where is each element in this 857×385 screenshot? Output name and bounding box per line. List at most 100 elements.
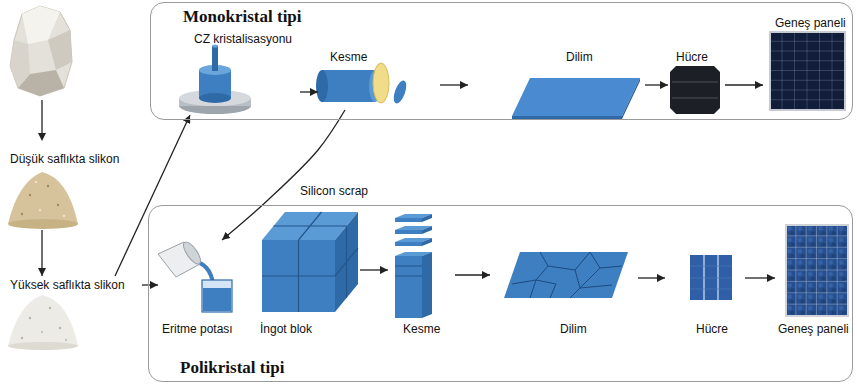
poly-slicing	[395, 218, 422, 222]
mono-ingot-cutting	[316, 70, 328, 102]
flow-arrow	[360, 269, 388, 270]
melting-crucible	[180, 239, 203, 266]
flow-arrow	[745, 277, 775, 278]
flow-arrow	[41, 230, 42, 276]
quartz-rock	[48, 30, 72, 70]
rock-arrow	[41, 100, 42, 134]
cz-puller	[199, 93, 231, 103]
process-step: CZ kristalisasyonu	[172, 30, 300, 115]
high-purity-silicon-sand	[29, 317, 31, 319]
panel-title: Monokristal tipi	[183, 7, 302, 26]
process-step: Geneş paneli	[763, 14, 850, 116]
flow-arrow	[300, 91, 318, 92]
low-purity-silicon-sand	[29, 194, 31, 196]
poly-slicing	[422, 238, 432, 246]
high-purity-silicon-sand	[21, 337, 23, 339]
step-label: CZ kristalisasyonu	[194, 32, 292, 46]
quartz-rock	[10, 40, 30, 88]
mono-wafer	[512, 116, 622, 119]
mono-ingot-cutting	[316, 63, 409, 105]
step-label: İngot blok	[260, 322, 312, 336]
mono-cell	[670, 66, 720, 114]
cz-puller	[212, 46, 218, 71]
poly-wafer	[504, 252, 628, 298]
material-step: Düşük saflıkta slikon	[6, 150, 145, 230]
ingot-block	[262, 212, 358, 312]
low-purity-silicon-sand	[8, 172, 78, 224]
flow-arrow	[725, 84, 763, 85]
process-step: Geneş paneli	[775, 220, 852, 340]
low-purity-silicon-sand	[21, 213, 23, 215]
connector-group	[42, 85, 775, 285]
low-purity-silicon-sand	[57, 204, 59, 206]
mono-wafer	[512, 78, 640, 119]
step-label: Düşük saflıkta slikon	[10, 152, 119, 166]
poly-slicing	[422, 226, 432, 234]
melting-crucible	[158, 239, 232, 312]
rock-arrow	[38, 133, 46, 141]
low-purity-silicon-sand	[8, 219, 78, 229]
high-purity-silicon-sand	[41, 331, 43, 333]
flow-arrow	[638, 277, 665, 278]
process-step: İngot blok	[255, 208, 360, 340]
step-label: Kesme	[330, 50, 367, 64]
step-label: Kesme	[403, 322, 440, 336]
flow-arrow	[440, 84, 468, 85]
poly-slicing	[395, 242, 422, 246]
melting-crucible	[203, 288, 231, 311]
low-purity-silicon-sand	[63, 215, 65, 217]
material-step: Yüksek saflıkta slikon	[6, 276, 142, 350]
high-purity-silicon-sand	[8, 342, 78, 350]
poly-slicing	[395, 256, 422, 318]
poly-slicing	[395, 214, 432, 318]
process-panel: Monokristal tipi CZ kristalisasyonuKesme D…	[150, 2, 853, 120]
process-step: Dilim	[490, 245, 638, 340]
process-step: Hücre	[665, 245, 745, 340]
low-purity-silicon-sand	[47, 185, 49, 187]
process-step: Kesme	[318, 45, 440, 110]
flow-arrow	[115, 115, 190, 276]
cz-puller	[179, 45, 251, 115]
step-label: Dilim	[566, 50, 593, 64]
poly-cell	[690, 266, 732, 289]
poly-slicing	[422, 252, 432, 318]
step-label: Dilim	[560, 322, 587, 336]
mono-cell	[672, 82, 718, 83]
step-label: Yüksek saflıkta slikon	[10, 278, 125, 292]
process-step: Dilim	[468, 45, 645, 118]
mono-solar-panel	[770, 32, 845, 110]
panel-title: Polikristal tipi	[180, 358, 284, 377]
step-label: Eritme potası	[162, 322, 233, 336]
high-purity-silicon-sand	[8, 295, 78, 350]
low-purity-silicon-sand	[39, 209, 41, 211]
high-purity-silicon-sand	[65, 339, 67, 341]
mono-ingot-cutting	[373, 63, 389, 103]
melting-crucible	[202, 280, 232, 312]
poly-cell	[704, 255, 718, 300]
quartz-rock	[10, 6, 72, 96]
step-label: Geneş paneli	[775, 16, 846, 30]
high-purity-silicon-sand	[8, 295, 78, 346]
flow-arrow	[222, 110, 345, 240]
process-panel: Polikristal tipi Eritme potası İngot blok K…	[148, 205, 853, 382]
poly-cell	[690, 255, 732, 300]
mono-cell	[670, 66, 720, 114]
mono-solar-panel	[770, 32, 845, 110]
step-label: Hücre	[696, 322, 728, 336]
mono-ingot-cutting	[391, 79, 409, 105]
flow-arrow	[142, 284, 158, 285]
poly-wafer	[512, 252, 622, 298]
process-step: Eritme potası	[158, 240, 248, 340]
step-label: Geneş paneli	[778, 322, 849, 336]
poly-solar-panel	[786, 225, 848, 316]
mono-wafer	[622, 78, 640, 119]
poly-slicing	[395, 266, 422, 276]
mono-ingot-cutting	[322, 70, 375, 102]
low-purity-silicon-sand	[35, 181, 37, 183]
process-step: Hücre	[668, 45, 725, 118]
quartz-rock	[10, 6, 72, 96]
poly-cell	[690, 255, 732, 300]
low-purity-silicon-sand	[8, 172, 78, 229]
step-label: Hücre	[676, 50, 708, 64]
